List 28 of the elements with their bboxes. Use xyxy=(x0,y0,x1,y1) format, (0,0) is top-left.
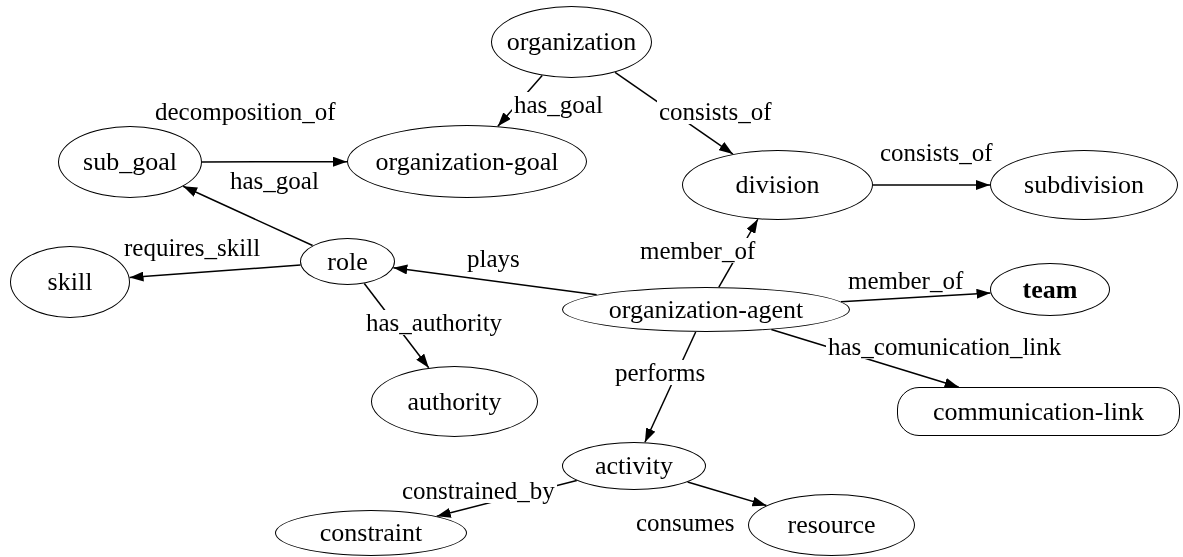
rounded-node: communication-link xyxy=(897,387,1180,436)
ellipse-node: team xyxy=(990,263,1110,316)
edge-label: member_of xyxy=(638,238,758,263)
arrow xyxy=(128,264,302,282)
ellipse-node: organization xyxy=(491,6,652,78)
arrow xyxy=(840,288,992,303)
edge-label: consists_of xyxy=(878,140,995,165)
ellipse-node: organization-goal xyxy=(347,125,587,198)
edge-label: member_of xyxy=(846,268,966,293)
arrow xyxy=(182,185,314,247)
edge-label: consists_of xyxy=(657,99,774,124)
ellipse-node: sub_goal xyxy=(58,126,202,198)
arrow xyxy=(872,180,991,190)
ellipse-node: organization-agent xyxy=(562,287,850,332)
ellipse-node: authority xyxy=(371,366,538,437)
arrow xyxy=(686,481,768,508)
ellipse-node: subdivision xyxy=(990,150,1178,220)
ellipse-node: resource xyxy=(748,494,915,556)
ellipse-node: constraint xyxy=(275,510,467,556)
edge-label: has_authority xyxy=(364,310,505,335)
edge-label: decomposition_of xyxy=(153,99,338,124)
ellipse-node: role xyxy=(300,238,395,285)
arrow xyxy=(392,264,598,296)
arrow xyxy=(201,156,348,167)
ellipse-node: division xyxy=(682,150,873,220)
ellipse-node: activity xyxy=(562,442,706,490)
edge-label: performs xyxy=(613,360,708,385)
edge-label: has_goal xyxy=(512,92,605,117)
